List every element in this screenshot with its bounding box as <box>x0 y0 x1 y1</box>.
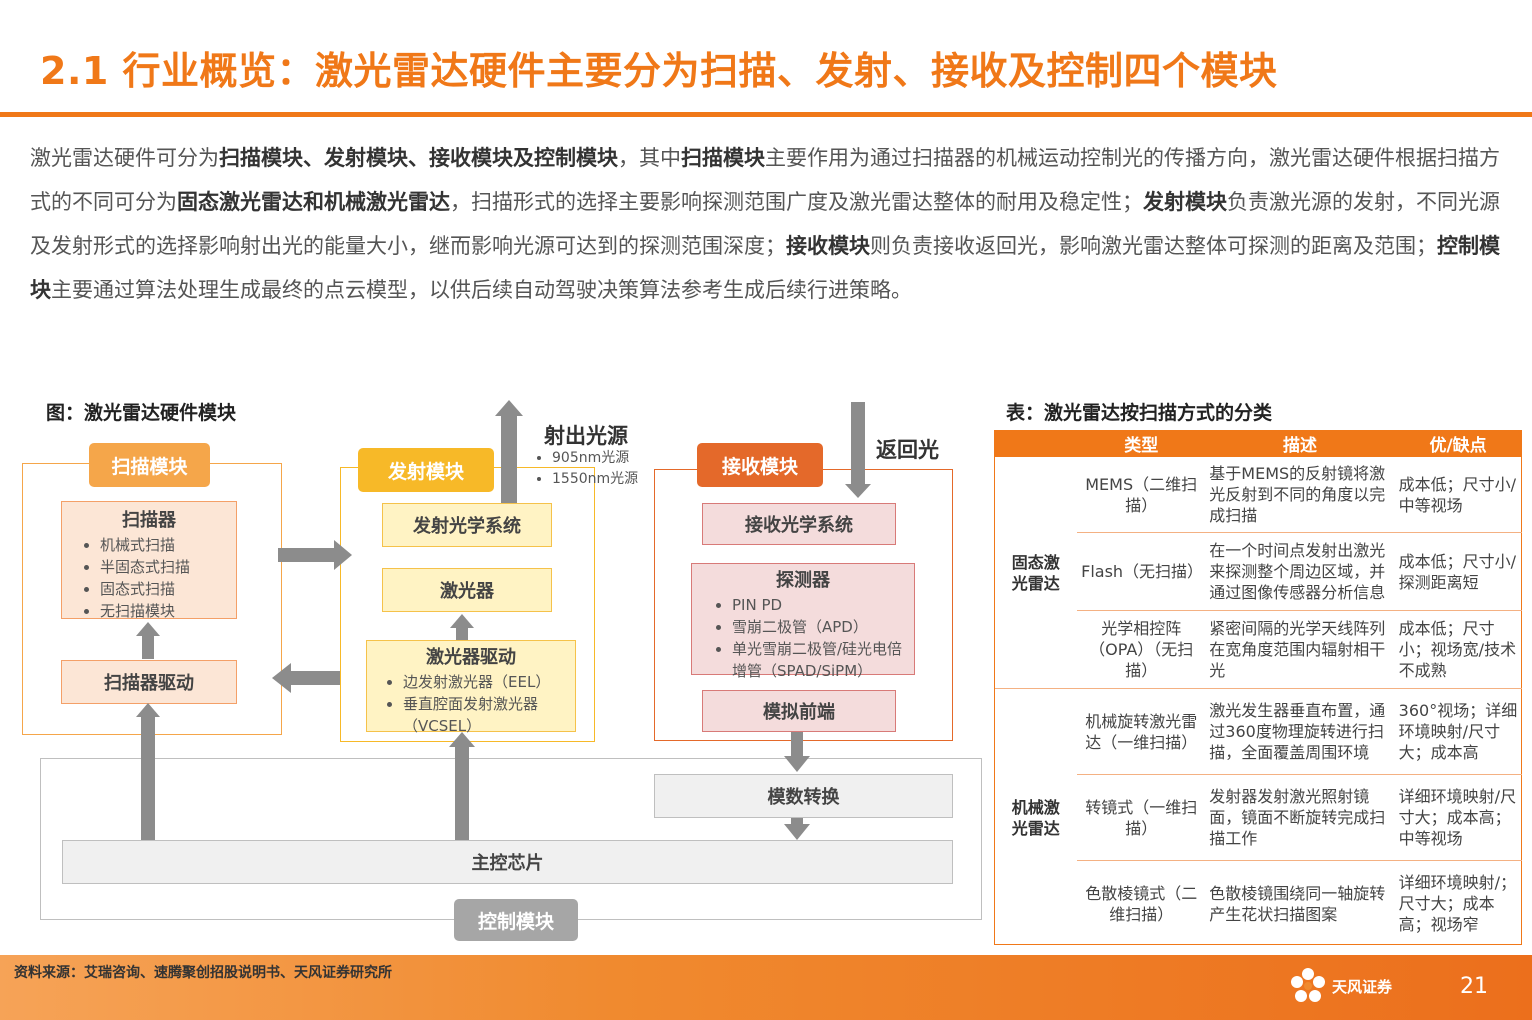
table-cell-type: 色散棱镜式（二维扫描） <box>1077 860 1206 947</box>
arrow-up-icon <box>136 703 160 840</box>
intro-segment: 负责激光源的发射，不同光源及发射形式的选择影响射出光的能量大小，继而影响光源可达… <box>30 190 1500 258</box>
page-title: 2.1 行业概览：激光雷达硬件主要分为扫描、发射、接收及控制四个模块 <box>40 49 1278 93</box>
intro-segment: 固态激光雷达和机械激光雷达 <box>177 190 450 214</box>
intro-segment: 主要通过算法处理生成最终的点云模型，以供后续自动驾驶决策算法参考生成后续行进策略… <box>51 278 912 302</box>
scanner-title: 扫描器 <box>122 510 176 531</box>
arrow-down-icon <box>784 818 810 840</box>
laser-driver-box: 激光器驱动 边发射激光器（EEL） 垂直腔面发射激光器（VCSEL） <box>366 640 576 735</box>
intro-segment: 主要作用为通过扫描器的机械运动控制光的传播方向，激光雷达硬件根据扫描方式的不同可… <box>30 146 1500 214</box>
table-header: 描述 <box>1204 430 1396 457</box>
arrow-up-icon <box>449 732 475 840</box>
receive-optics-box: 接收光学系统 <box>702 503 896 545</box>
table-group-label: 机械激光雷达 <box>994 688 1078 947</box>
scanner-item: 固态式扫描 <box>100 578 228 600</box>
laser-driver-title: 激光器驱动 <box>426 647 516 668</box>
table-cell-type: MEMS（二维扫描） <box>1085 474 1198 515</box>
laser-driver-item: 垂直腔面发射激光器（VCSEL） <box>403 693 567 737</box>
brand-logo: 天风证券 <box>1332 978 1393 996</box>
emit-optics-box: 发射光学系统 <box>382 503 552 547</box>
table-cell-desc: 发射器发射激光照射镜面，镜面不断旋转完成扫描工作 <box>1205 774 1395 861</box>
arrow-right-icon <box>278 540 352 570</box>
adc-box: 模数转换 <box>654 774 953 818</box>
table-cell-pros: 详细环境映射/尺寸大；成本高；中等视场 <box>1394 774 1522 861</box>
table-cell-desc: 色散棱镜围绕同一轴旋转产生花状扫描图案 <box>1205 860 1395 947</box>
receive-module-tag: 接收模块 <box>697 443 823 487</box>
intro-segment: 扫描模块 <box>681 146 765 170</box>
scanner-driver-box: 扫描器驱动 <box>61 660 237 704</box>
emit-source-item: 1550nm光源 <box>552 469 658 490</box>
intro-segment: 激光雷达硬件可分为 <box>30 146 219 170</box>
detector-item: 单光雪崩二极管/硅光电倍增管（SPAD/SiPM） <box>732 638 906 682</box>
scanner-item: 无扫描模块 <box>100 600 228 622</box>
laser-driver-item: 边发射激光器（EEL） <box>403 671 567 693</box>
table-header: 类型 <box>1076 430 1206 457</box>
table-cell-type: 光学相控阵（OPA）（无扫描） <box>1077 610 1206 689</box>
page-number: 21 <box>1460 974 1488 999</box>
table-cell-desc: 紧密间隔的光学天线阵列在宽角度范围内辐射相干光 <box>1205 610 1395 689</box>
table-cell-type: 转镜式（一维扫描） <box>1077 774 1206 861</box>
arrow-down-icon <box>845 402 871 498</box>
scanner-box: 扫描器 机械式扫描 半固态式扫描 固态式扫描 无扫描模块 <box>61 501 237 622</box>
detector-box: 探测器 PIN PD 雪崩二极管（APD） 单光雪崩二极管/硅光电倍增管（SPA… <box>691 563 915 680</box>
table-cell-desc: 在一个时间点发射出激光来探测整个周边区域，并通过图像传感器分析信息 <box>1205 532 1395 611</box>
laser-box: 激光器 <box>382 568 552 612</box>
analog-frontend-box: 模拟前端 <box>702 690 896 732</box>
intro-segment: 扫描模块、发射模块、接收模块及控制模块 <box>219 146 618 170</box>
intro-segment: 控制模块 <box>30 234 1500 302</box>
flower-logo-icon <box>1288 966 1328 1006</box>
scan-module-tag: 扫描模块 <box>89 443 210 487</box>
table-group-label: 固态激光雷达 <box>1011 552 1060 593</box>
source-note: 资料来源：艾瑞咨询、速腾聚创招股说明书、天风证券研究所 <box>14 965 392 981</box>
table-cell-desc: 基于MEMS的反射镜将激光反射到不同的角度以完成扫描 <box>1209 464 1386 525</box>
table-row: 光学相控阵（OPA）（无扫描）紧密间隔的光学天线阵列在宽角度范围内辐射相干光成本… <box>995 610 1522 689</box>
intro-segment: 则负责接收返回光，影响激光雷达整体可探测的距离及范围； <box>870 234 1437 258</box>
arrow-down-icon <box>784 732 810 772</box>
intro-paragraph: 激光雷达硬件可分为扫描模块、发射模块、接收模块及控制模块，其中扫描模块主要作用为… <box>30 136 1504 312</box>
table-row: 色散棱镜式（二维扫描）色散棱镜围绕同一轴旋转产生花状扫描图案详细环境映射/；尺寸… <box>995 860 1522 947</box>
table-row: Flash（无扫描）在一个时间点发射出激光来探测整个周边区域，并通过图像传感器分… <box>995 532 1522 611</box>
table-header: 优/缺点 <box>1394 430 1522 457</box>
intro-segment: 接收模块 <box>786 234 870 258</box>
return-light-label: 返回光 <box>876 438 939 462</box>
emit-source-item: 905nm光源 <box>552 448 658 469</box>
arrow-up-icon <box>495 400 523 503</box>
intro-segment: ，其中 <box>618 146 681 170</box>
table-caption: 表：激光雷达按扫描方式的分类 <box>1006 402 1273 424</box>
table-cell-desc: 激光发生器垂直布置，通过360度物理旋转进行扫描，全面覆盖周围环境 <box>1205 688 1395 775</box>
emit-source-list: 905nm光源 1550nm光源 <box>528 448 658 490</box>
intro-segment: 发射模块 <box>1143 190 1227 214</box>
table-cell-pros: 详细环境映射/；尺寸大；成本高；视场窄 <box>1394 860 1522 947</box>
detector-item: 雪崩二极管（APD） <box>732 616 906 638</box>
control-module-tag: 控制模块 <box>454 899 578 941</box>
table-row: 固态激光雷达 MEMS（二维扫描） 基于MEMS的反射镜将激光反射到不同的角度以完成… <box>995 457 1522 593</box>
arrow-up-icon <box>450 614 474 640</box>
emit-module-tag: 发射模块 <box>358 448 494 492</box>
table-row: 转镜式（一维扫描）发射器发射激光照射镜面，镜面不断旋转完成扫描工作详细环境映射/… <box>995 774 1522 861</box>
table-cell-type: Flash（无扫描） <box>1077 532 1206 611</box>
table-cell-pros: 成本低；尺寸小/中等视场 <box>1398 474 1517 515</box>
main-chip-box: 主控芯片 <box>62 840 953 884</box>
table-cell-pros: 成本低；尺寸小；视场宽/技术不成熟 <box>1394 610 1522 689</box>
title-divider <box>0 112 1532 117</box>
table-cell-pros: 360°视场；详细环境映射/尺寸大；成本高 <box>1394 688 1522 775</box>
scanner-item: 机械式扫描 <box>100 534 228 556</box>
table-row: 机械激光雷达机械旋转激光雷达（一维扫描）激光发生器垂直布置，通过360度物理旋转… <box>994 688 1522 947</box>
detector-title: 探测器 <box>776 570 830 591</box>
classification-table: 类型 描述 优/缺点 固态激光雷达 MEMS（二维扫描） 基于MEMS的反射镜将激光… <box>994 430 1522 947</box>
scanner-item: 半固态式扫描 <box>100 556 228 578</box>
arrow-left-icon <box>272 663 340 693</box>
table-cell-type: 机械旋转激光雷达（一维扫描） <box>1077 688 1206 775</box>
arrow-up-icon <box>136 622 160 659</box>
intro-segment: ，扫描形式的选择主要影响探测范围广度及激光雷达整体的耐用及稳定性； <box>450 190 1143 214</box>
emit-source-title: 射出光源 <box>544 424 628 448</box>
detector-item: PIN PD <box>732 594 906 616</box>
diagram-caption: 图：激光雷达硬件模块 <box>46 402 237 424</box>
footer-band <box>0 955 1532 1020</box>
table-cell-pros: 成本低；尺寸小/探测距离短 <box>1394 532 1522 611</box>
